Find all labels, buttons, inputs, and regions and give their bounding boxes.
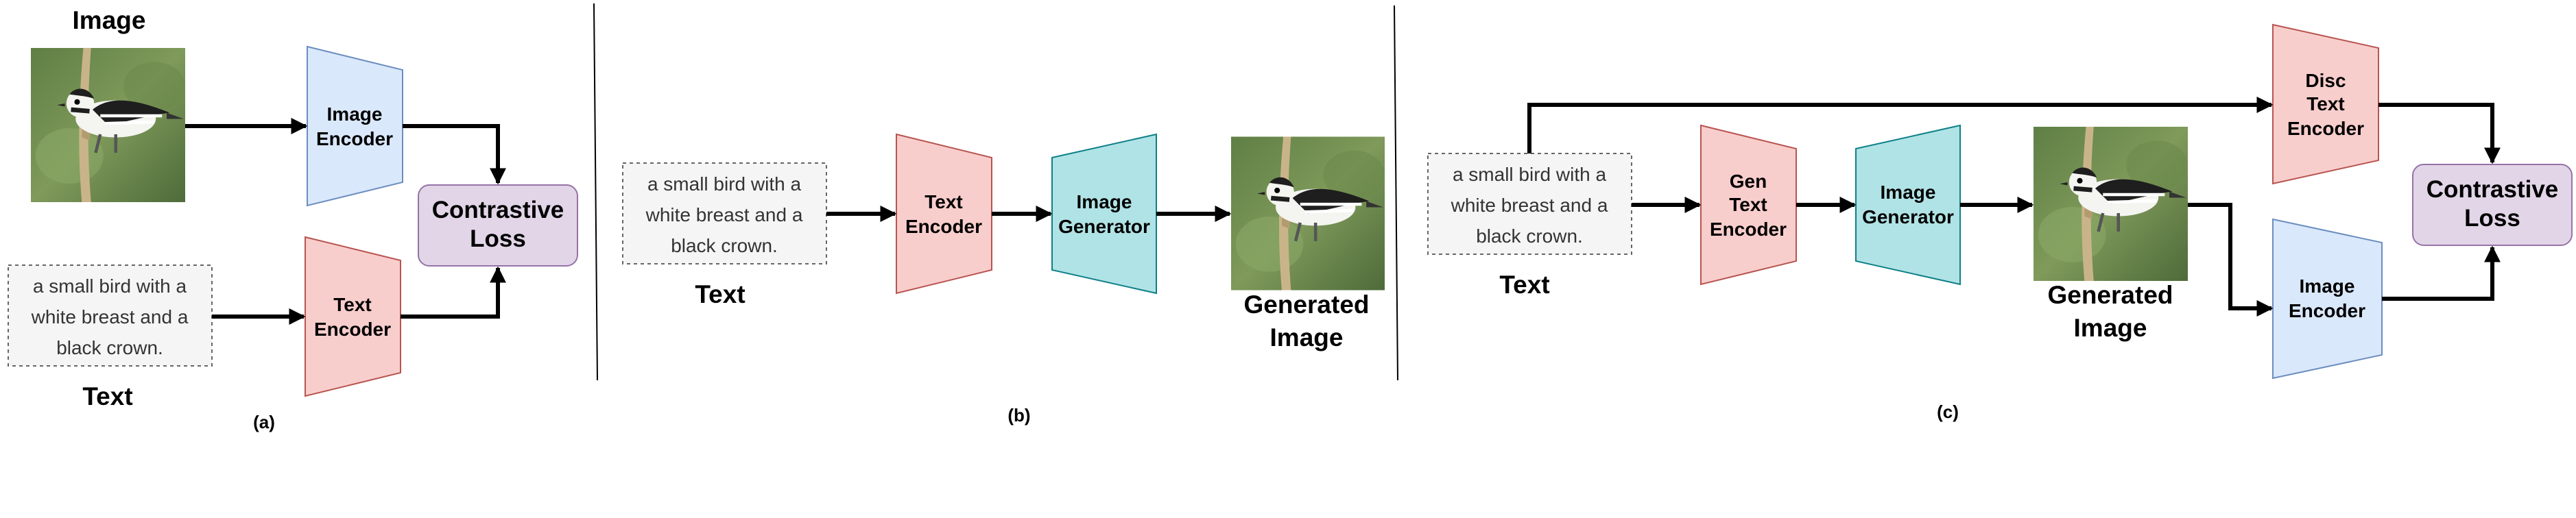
text-heading: Text xyxy=(82,382,132,410)
arrow-image-encoder-to-loss xyxy=(403,124,506,185)
divider-2 xyxy=(1394,5,1398,381)
text-encoder-label-2: Encoder xyxy=(314,319,391,340)
image-encoder-label-2: Encoder xyxy=(316,128,393,149)
contrastive-loss-label-2: Loss xyxy=(470,225,526,252)
disc-text-encoder xyxy=(2272,23,2379,185)
text-heading: Text xyxy=(1499,271,1549,299)
image-encoder-label-2: Encoder xyxy=(2289,300,2365,321)
image-encoder xyxy=(307,45,403,207)
generated-image-heading-2: Image xyxy=(2074,314,2147,342)
contrastive-loss-label-1: Contrastive xyxy=(432,197,564,223)
image-generator xyxy=(1855,124,1961,286)
caption-line-3: black crown. xyxy=(671,235,778,256)
divider-1 xyxy=(593,3,598,381)
text-encoder xyxy=(305,236,401,397)
text-encoder-label-1: Text xyxy=(925,191,963,212)
panel-c: a small bird with a white breast and a b… xyxy=(1427,23,2573,422)
caption-line-3: black crown. xyxy=(56,337,163,358)
disc-text-encoder-label-3: Encoder xyxy=(2287,118,2364,139)
text-encoder xyxy=(896,133,992,295)
image-generator xyxy=(1051,133,1157,295)
gen-text-encoder xyxy=(1700,124,1797,286)
caption-line-1: a small bird with a xyxy=(1453,164,1607,185)
arrow-text-encoder-to-loss xyxy=(401,266,506,319)
text-heading: Text xyxy=(695,280,745,308)
generated-image-heading-1: Generated xyxy=(1243,291,1369,319)
caption-line-2: white breast and a xyxy=(645,204,803,225)
image-encoder-label-1: Image xyxy=(2300,275,2355,297)
arrow-image-to-image-encoder xyxy=(2188,203,2274,317)
contrastive-loss-box xyxy=(2412,164,2573,246)
panel-a: Image a small bird with a white breast a… xyxy=(8,6,578,432)
image-generator-label-2: Generator xyxy=(1862,206,1954,227)
arrow-image-encoder-to-loss xyxy=(2382,245,2501,301)
image-generator-label-1: Image xyxy=(1881,182,1936,203)
image-encoder xyxy=(2272,218,2383,380)
caption-line-1: a small bird with a xyxy=(33,275,187,297)
caption-box xyxy=(1427,153,1632,255)
image-generator-label-2: Generator xyxy=(1058,216,1150,237)
text-encoder-label-1: Text xyxy=(333,294,372,315)
image-generator-label-1: Image xyxy=(1077,191,1132,212)
generated-bird-photo-icon xyxy=(2034,127,2188,281)
contrastive-loss-box xyxy=(418,184,578,267)
caption-line-2: white breast and a xyxy=(1451,195,1608,216)
generated-bird-photo-icon xyxy=(1231,137,1385,291)
gen-text-encoder-label-1: Gen xyxy=(1730,171,1767,192)
caption-line-3: black crown. xyxy=(1476,225,1583,247)
panel-c-marker: (c) xyxy=(1937,402,1959,422)
contrastive-loss-label-1: Contrastive xyxy=(2426,176,2559,203)
arrow-disc-encoder-to-loss xyxy=(2378,103,2501,164)
arrow-caption-to-disc-encoder xyxy=(1527,97,2274,153)
gen-text-encoder-label-3: Encoder xyxy=(1710,219,1787,240)
panel-b-marker: (b) xyxy=(1007,405,1030,426)
text-encoder-label-2: Encoder xyxy=(905,216,982,237)
panel-b: a small bird with a white breast and a b… xyxy=(622,133,1385,426)
caption-line-2: white breast and a xyxy=(31,306,189,328)
disc-text-encoder-label-2: Text xyxy=(2306,93,2345,114)
bird-photo-icon xyxy=(31,48,185,202)
generated-image-heading-2: Image xyxy=(1270,323,1344,352)
caption-line-1: a small bird with a xyxy=(647,173,802,195)
contrastive-loss-label-2: Loss xyxy=(2464,205,2520,232)
generated-image-heading-1: Generated xyxy=(2047,281,2173,309)
image-encoder-label-1: Image xyxy=(327,103,383,125)
image-heading: Image xyxy=(73,6,146,34)
gen-text-encoder-label-2: Text xyxy=(1729,194,1767,215)
disc-text-encoder-label-1: Disc xyxy=(2305,70,2346,91)
caption-box xyxy=(8,264,213,367)
panel-a-marker: (a) xyxy=(253,412,275,432)
